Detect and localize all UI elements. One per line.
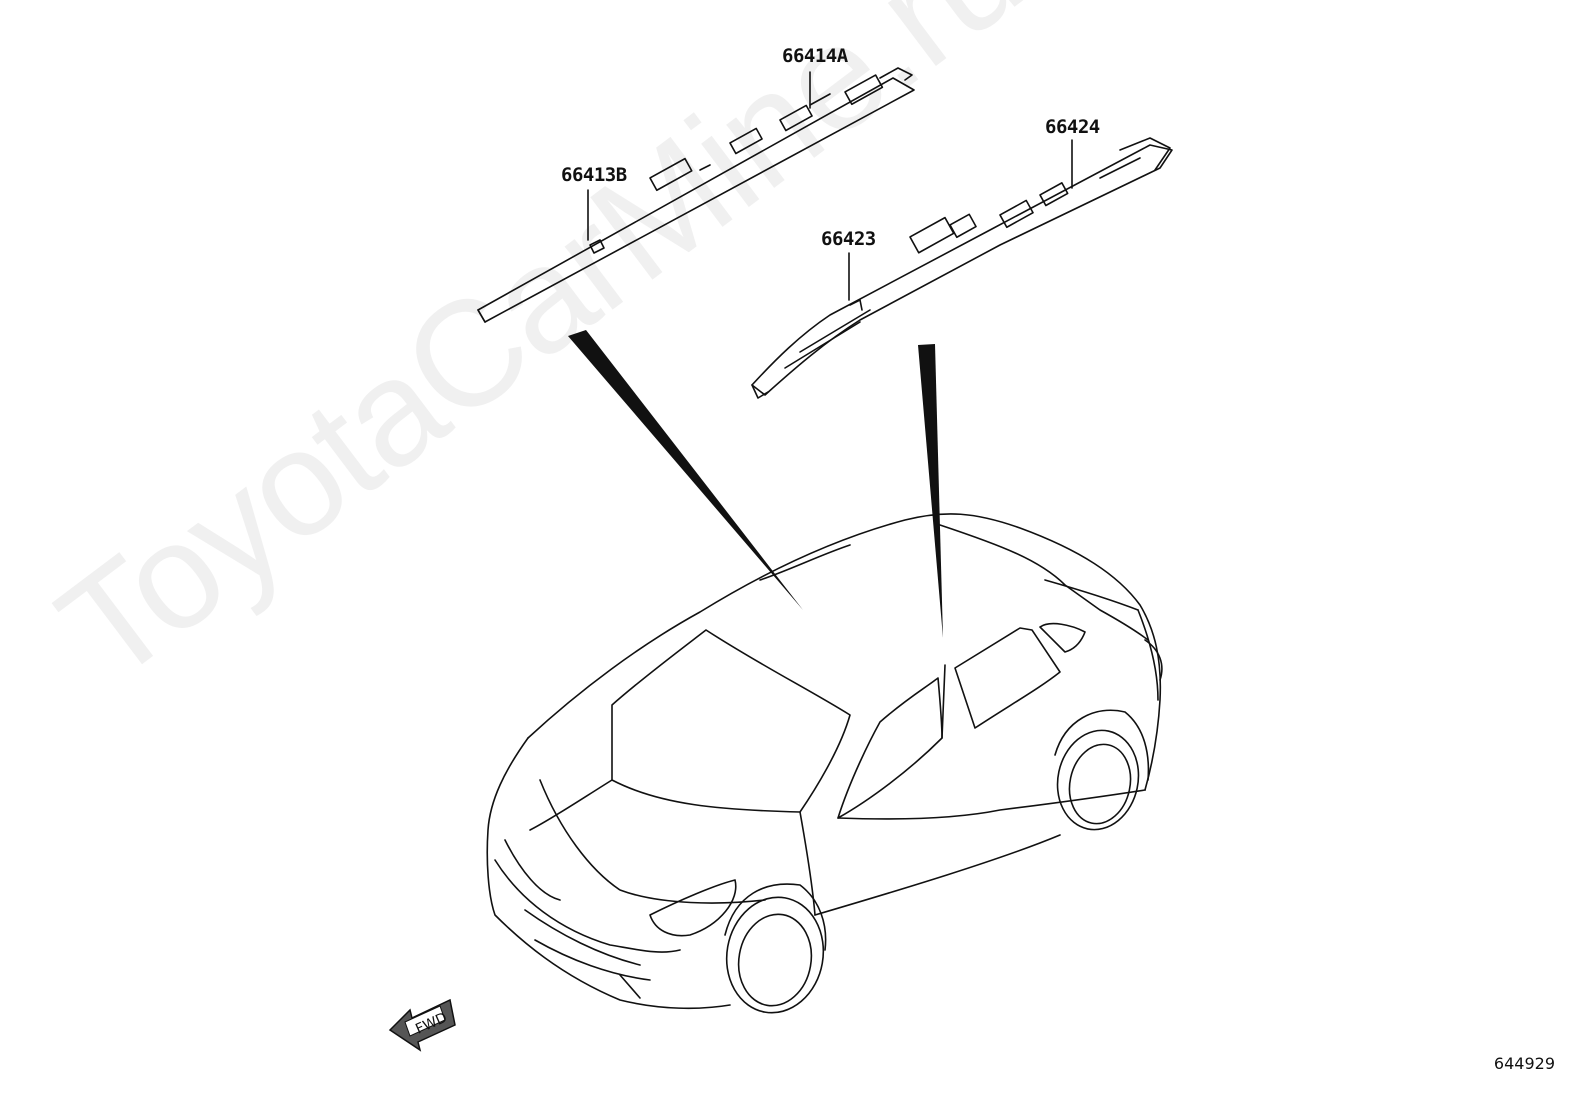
car-outline xyxy=(486,513,1163,1014)
fwd-direction-badge: FWD xyxy=(388,998,456,1052)
part-label-66424: 66424 xyxy=(1045,116,1100,138)
reference-number: 644929 xyxy=(1493,1054,1555,1073)
curtain-airbag-right-part xyxy=(751,137,1173,399)
part-label-66414A: 66414A xyxy=(782,45,848,67)
part-label-66413B: 66413B xyxy=(561,164,627,186)
curtain-airbag-left-part xyxy=(477,67,915,323)
pointer-wedge-left xyxy=(568,330,803,610)
pointer-wedge-right xyxy=(918,344,943,638)
part-label-66423: 66423 xyxy=(821,228,876,250)
